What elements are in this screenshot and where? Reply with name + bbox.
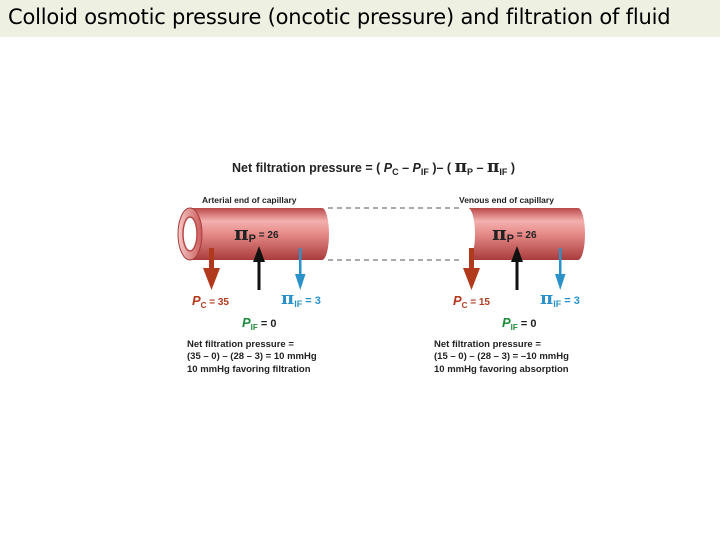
arterial-pi-if-label: πIF = 3 xyxy=(281,288,321,309)
arterial-result-line1: Net filtration pressure = xyxy=(187,339,294,350)
venous-pif-label: PIF = 0 xyxy=(502,315,536,332)
arterial-oncotic-arrow xyxy=(253,246,265,290)
arterial-result-line3: 10 mmHg favoring filtration xyxy=(187,364,311,375)
venous-pi-p-label: πP = 26 xyxy=(492,221,537,245)
title-bar: Colloid osmotic pressure (oncotic pressu… xyxy=(0,0,720,37)
slide-title: Colloid osmotic pressure (oncotic pressu… xyxy=(8,5,671,29)
venous-capillary xyxy=(468,208,585,260)
venous-pi-if-label: πIF = 3 xyxy=(540,288,580,309)
arterial-pif-label: PIF = 0 xyxy=(242,315,276,332)
arterial-capillary xyxy=(177,207,329,261)
venous-pc-arrow xyxy=(463,248,480,290)
venous-oncotic-arrow xyxy=(511,246,523,290)
venous-heading: Venous end of capillary xyxy=(459,195,554,205)
arterial-pi-p-label: πP = 26 xyxy=(234,221,279,245)
arterial-interstitial-oncotic-arrow xyxy=(295,248,306,290)
venous-result-line2: (15 – 0) – (28 – 3) = –10 mmHg xyxy=(434,351,569,362)
venous-interstitial-oncotic-arrow xyxy=(555,248,566,290)
venous-pc-label: PC = 15 xyxy=(453,293,490,310)
arterial-heading: Arterial end of capillary xyxy=(202,195,297,205)
venous-result-line1: Net filtration pressure = xyxy=(434,339,541,350)
venous-result-line3: 10 mmHg favoring absorption xyxy=(434,364,569,375)
arterial-pc-arrow xyxy=(203,248,220,290)
arterial-result-line2: (35 – 0) – (28 – 3) = 10 mmHg xyxy=(187,351,317,362)
net-filtration-formula: Net filtration pressure = ( PC – PIF )– … xyxy=(232,157,515,177)
arterial-pc-label: PC = 35 xyxy=(192,293,229,310)
